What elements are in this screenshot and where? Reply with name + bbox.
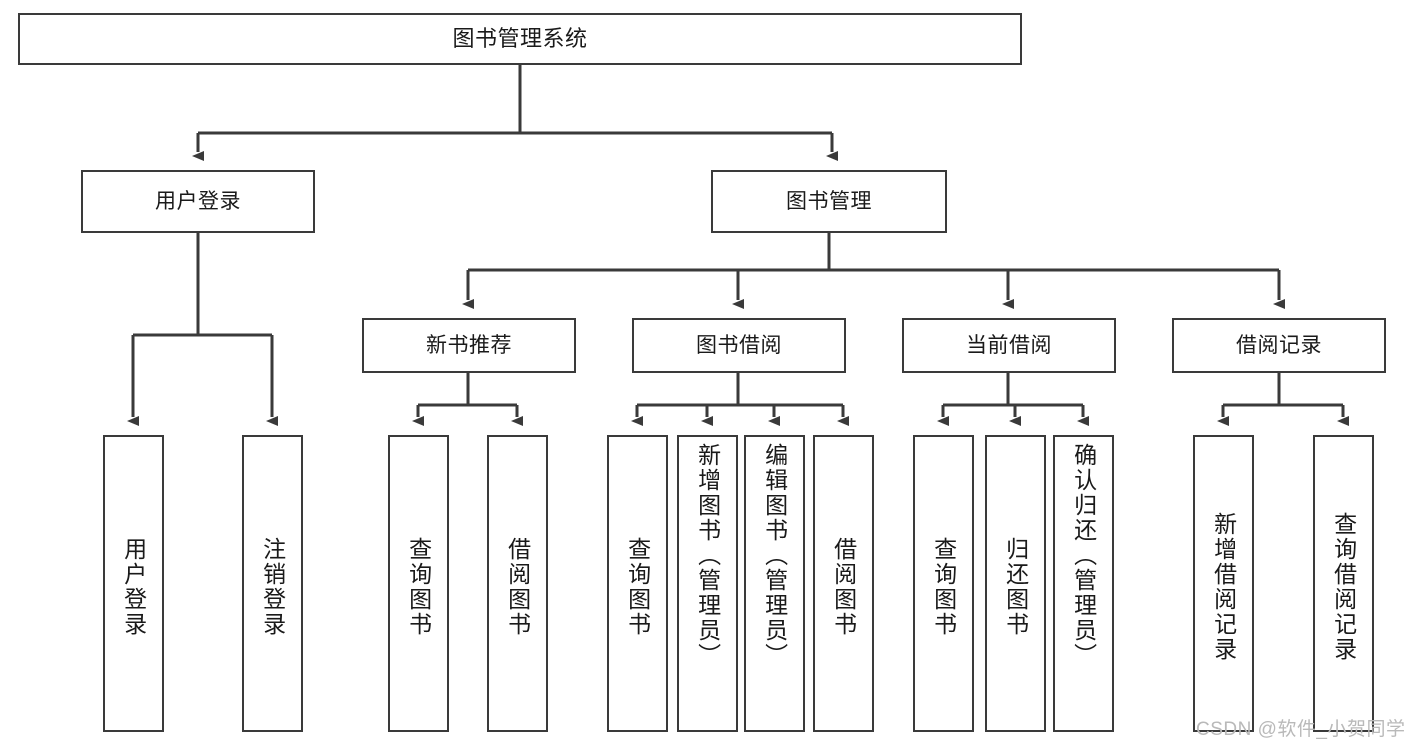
node-user-login[interactable]: 用户登录 [81, 170, 315, 233]
node-leaf-add-borrow-record[interactable]: 新增借阅记录 [1193, 435, 1254, 732]
node-leaf-query-borrow-record[interactable]: 查询借阅记录 [1313, 435, 1374, 732]
node-book-borrow-label: 图书借阅 [696, 333, 782, 357]
node-leaf-confirm-return-admin-label: 确认归还（管理员） [1070, 443, 1097, 668]
node-new-book-recommend[interactable]: 新书推荐 [362, 318, 576, 373]
node-current-borrow-label: 当前借阅 [966, 333, 1052, 357]
node-leaf-add-borrow-record-label: 新增借阅记录 [1210, 511, 1237, 662]
node-leaf-logout[interactable]: 注销登录 [242, 435, 303, 732]
node-borrow-record-label: 借阅记录 [1236, 333, 1322, 357]
node-leaf-user-login[interactable]: 用户登录 [103, 435, 164, 732]
node-current-borrow[interactable]: 当前借阅 [902, 318, 1116, 373]
node-new-book-recommend-label: 新书推荐 [426, 333, 512, 357]
node-leaf-query-book-1-label: 查询图书 [405, 536, 432, 637]
node-leaf-logout-label: 注销登录 [259, 536, 286, 637]
node-leaf-return-book[interactable]: 归还图书 [985, 435, 1046, 732]
node-leaf-query-book-3[interactable]: 查询图书 [913, 435, 974, 732]
node-leaf-user-login-label: 用户登录 [120, 536, 147, 637]
node-root[interactable]: 图书管理系统 [18, 13, 1022, 65]
node-leaf-add-book-admin-label: 新增图书（管理员） [694, 443, 721, 668]
node-leaf-borrow-book-1-label: 借阅图书 [504, 536, 531, 637]
node-leaf-borrow-book-1[interactable]: 借阅图书 [487, 435, 548, 732]
node-book-borrow[interactable]: 图书借阅 [632, 318, 846, 373]
node-leaf-edit-book-admin[interactable]: 编辑图书（管理员） [744, 435, 805, 732]
node-leaf-edit-book-admin-label: 编辑图书（管理员） [761, 443, 788, 668]
csdn-watermark: CSDN @软件_小贺同学 [1196, 719, 1405, 740]
node-root-label: 图书管理系统 [452, 25, 588, 51]
node-user-login-label: 用户登录 [155, 189, 241, 213]
node-book-manage[interactable]: 图书管理 [711, 170, 947, 233]
node-leaf-return-book-label: 归还图书 [1002, 536, 1029, 637]
node-borrow-record[interactable]: 借阅记录 [1172, 318, 1386, 373]
node-leaf-add-book-admin[interactable]: 新增图书（管理员） [677, 435, 738, 732]
node-leaf-query-borrow-record-label: 查询借阅记录 [1330, 511, 1357, 662]
node-book-manage-label: 图书管理 [786, 189, 872, 213]
node-leaf-query-book-3-label: 查询图书 [930, 536, 957, 637]
node-leaf-query-book-2-label: 查询图书 [624, 536, 651, 637]
node-leaf-confirm-return-admin[interactable]: 确认归还（管理员） [1053, 435, 1114, 732]
node-leaf-query-book-1[interactable]: 查询图书 [388, 435, 449, 732]
node-leaf-borrow-book-2[interactable]: 借阅图书 [813, 435, 874, 732]
node-leaf-query-book-2[interactable]: 查询图书 [607, 435, 668, 732]
node-leaf-borrow-book-2-label: 借阅图书 [830, 536, 857, 637]
